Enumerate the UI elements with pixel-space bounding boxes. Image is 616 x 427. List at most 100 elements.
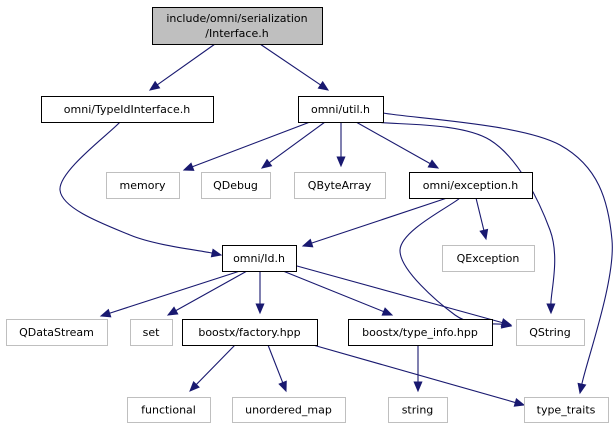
node-set[interactable]: set bbox=[130, 319, 173, 346]
arrowhead-icon bbox=[189, 381, 200, 392]
edge-factory-to-unordered_map bbox=[267, 344, 287, 393]
node-memory[interactable]: memory bbox=[106, 172, 180, 199]
node-box bbox=[106, 172, 180, 199]
edge-root-to-typeid_interface bbox=[148, 43, 216, 91]
node-qstring[interactable]: QString bbox=[516, 319, 585, 346]
edge-util-to-type_traits bbox=[382, 112, 613, 395]
arrowhead-icon bbox=[148, 80, 161, 91]
edge-exception-to-qexception bbox=[475, 197, 489, 241]
node-type-info[interactable]: boostx/type_info.hpp bbox=[348, 319, 493, 346]
arrowhead-icon bbox=[479, 228, 489, 241]
arrowhead-icon bbox=[210, 248, 223, 258]
node-typeid-interface[interactable]: omni/TypeIdInterface.h bbox=[41, 96, 214, 123]
arrowhead-icon bbox=[99, 308, 112, 318]
node-label: QByteArray bbox=[308, 179, 372, 192]
node-qdebug[interactable]: QDebug bbox=[201, 172, 271, 199]
node-box bbox=[442, 245, 535, 272]
edge-util-to-qbytearray bbox=[336, 122, 346, 168]
arrowhead-icon bbox=[166, 306, 179, 316]
arrowhead-icon bbox=[336, 156, 346, 168]
edge-util-to-memory bbox=[182, 121, 311, 171]
node-string[interactable]: string bbox=[388, 397, 448, 423]
node-label: boostx/factory.hpp bbox=[198, 326, 300, 339]
arrowhead-icon bbox=[577, 382, 587, 395]
edge-type_info-to-string bbox=[413, 345, 423, 393]
arrowhead-icon bbox=[182, 162, 195, 171]
node-label: QDebug bbox=[213, 179, 258, 192]
edge-id-to-set bbox=[166, 270, 248, 316]
edge-id-to-qdatastream bbox=[99, 270, 241, 318]
node-factory[interactable]: boostx/factory.hpp bbox=[182, 319, 318, 346]
arrowhead-icon bbox=[381, 307, 394, 316]
node-label: omni/exception.h bbox=[423, 179, 518, 192]
node-box bbox=[388, 397, 448, 423]
arrowhead-icon bbox=[513, 398, 526, 407]
node-label: omni/util.h bbox=[311, 103, 370, 116]
edge-factory-to-type_traits bbox=[312, 344, 526, 407]
edge-line bbox=[157, 43, 216, 86]
node-qexception[interactable]: QException bbox=[442, 245, 535, 272]
node-label: type_traits bbox=[537, 404, 596, 417]
edge-line bbox=[282, 270, 384, 313]
node-root[interactable]: include/omni/serialization/Interface.h bbox=[152, 7, 323, 45]
node-box bbox=[182, 319, 318, 346]
edge-line bbox=[296, 265, 503, 324]
node-box bbox=[201, 172, 271, 199]
arrowhead-icon bbox=[427, 159, 440, 169]
edge-line bbox=[175, 270, 248, 312]
node-label: /Interface.h bbox=[205, 27, 268, 40]
edge-line bbox=[382, 112, 613, 385]
node-box bbox=[41, 96, 214, 123]
node-label: memory bbox=[120, 179, 166, 192]
node-label: omni/TypeIdInterface.h bbox=[64, 103, 190, 116]
node-type-traits[interactable]: type_traits bbox=[524, 397, 609, 423]
arrowhead-icon bbox=[413, 381, 423, 393]
node-box bbox=[6, 319, 108, 346]
node-box bbox=[232, 397, 346, 423]
edge-id-to-qstring bbox=[296, 265, 513, 327]
node-id[interactable]: omni/Id.h bbox=[222, 245, 297, 272]
node-qbytearray[interactable]: QByteArray bbox=[294, 172, 386, 199]
edge-line bbox=[59, 121, 213, 254]
edge-line bbox=[268, 121, 326, 164]
node-box bbox=[516, 319, 585, 346]
edge-exception-to-id bbox=[301, 197, 448, 248]
edge-id-to-factory bbox=[255, 271, 265, 315]
edge-id-to-type_info bbox=[282, 270, 394, 316]
node-box bbox=[298, 96, 384, 123]
node-label: QException bbox=[457, 252, 520, 265]
edge-line bbox=[267, 344, 284, 383]
node-label: boostx/type_info.hpp bbox=[362, 326, 478, 339]
edge-util-to-qstring bbox=[375, 121, 556, 315]
edge-line bbox=[355, 121, 431, 165]
node-unordered-map[interactable]: unordered_map bbox=[232, 397, 346, 423]
node-util[interactable]: omni/util.h bbox=[298, 96, 384, 123]
node-box bbox=[524, 397, 609, 423]
arrowhead-icon bbox=[317, 80, 330, 91]
dependency-nodes: include/omni/serialization/Interface.h om… bbox=[6, 7, 609, 423]
node-qdatastream[interactable]: QDataStream bbox=[6, 319, 108, 346]
edge-util-to-exception bbox=[355, 121, 440, 169]
node-label: string bbox=[402, 404, 434, 417]
edge-line bbox=[192, 121, 311, 168]
edge-line bbox=[109, 270, 241, 314]
node-exception[interactable]: omni/exception.h bbox=[409, 172, 533, 199]
node-label: omni/Id.h bbox=[233, 252, 285, 265]
edge-typeid_interface-to-id bbox=[59, 121, 223, 258]
arrowhead-icon bbox=[255, 303, 265, 315]
edge-line bbox=[195, 344, 236, 385]
edge-root-to-util bbox=[259, 43, 330, 91]
node-label: set bbox=[143, 326, 160, 339]
node-box bbox=[409, 172, 533, 199]
edge-line bbox=[311, 197, 448, 244]
dependency-edges bbox=[59, 43, 613, 407]
node-label: include/omni/serialization bbox=[166, 12, 307, 25]
edge-line bbox=[475, 197, 485, 231]
edge-line bbox=[312, 344, 516, 404]
edge-factory-to-functional bbox=[189, 344, 236, 392]
arrowhead-icon bbox=[260, 158, 273, 169]
node-box bbox=[127, 397, 211, 423]
node-box bbox=[130, 319, 173, 346]
node-functional[interactable]: functional bbox=[127, 397, 211, 423]
